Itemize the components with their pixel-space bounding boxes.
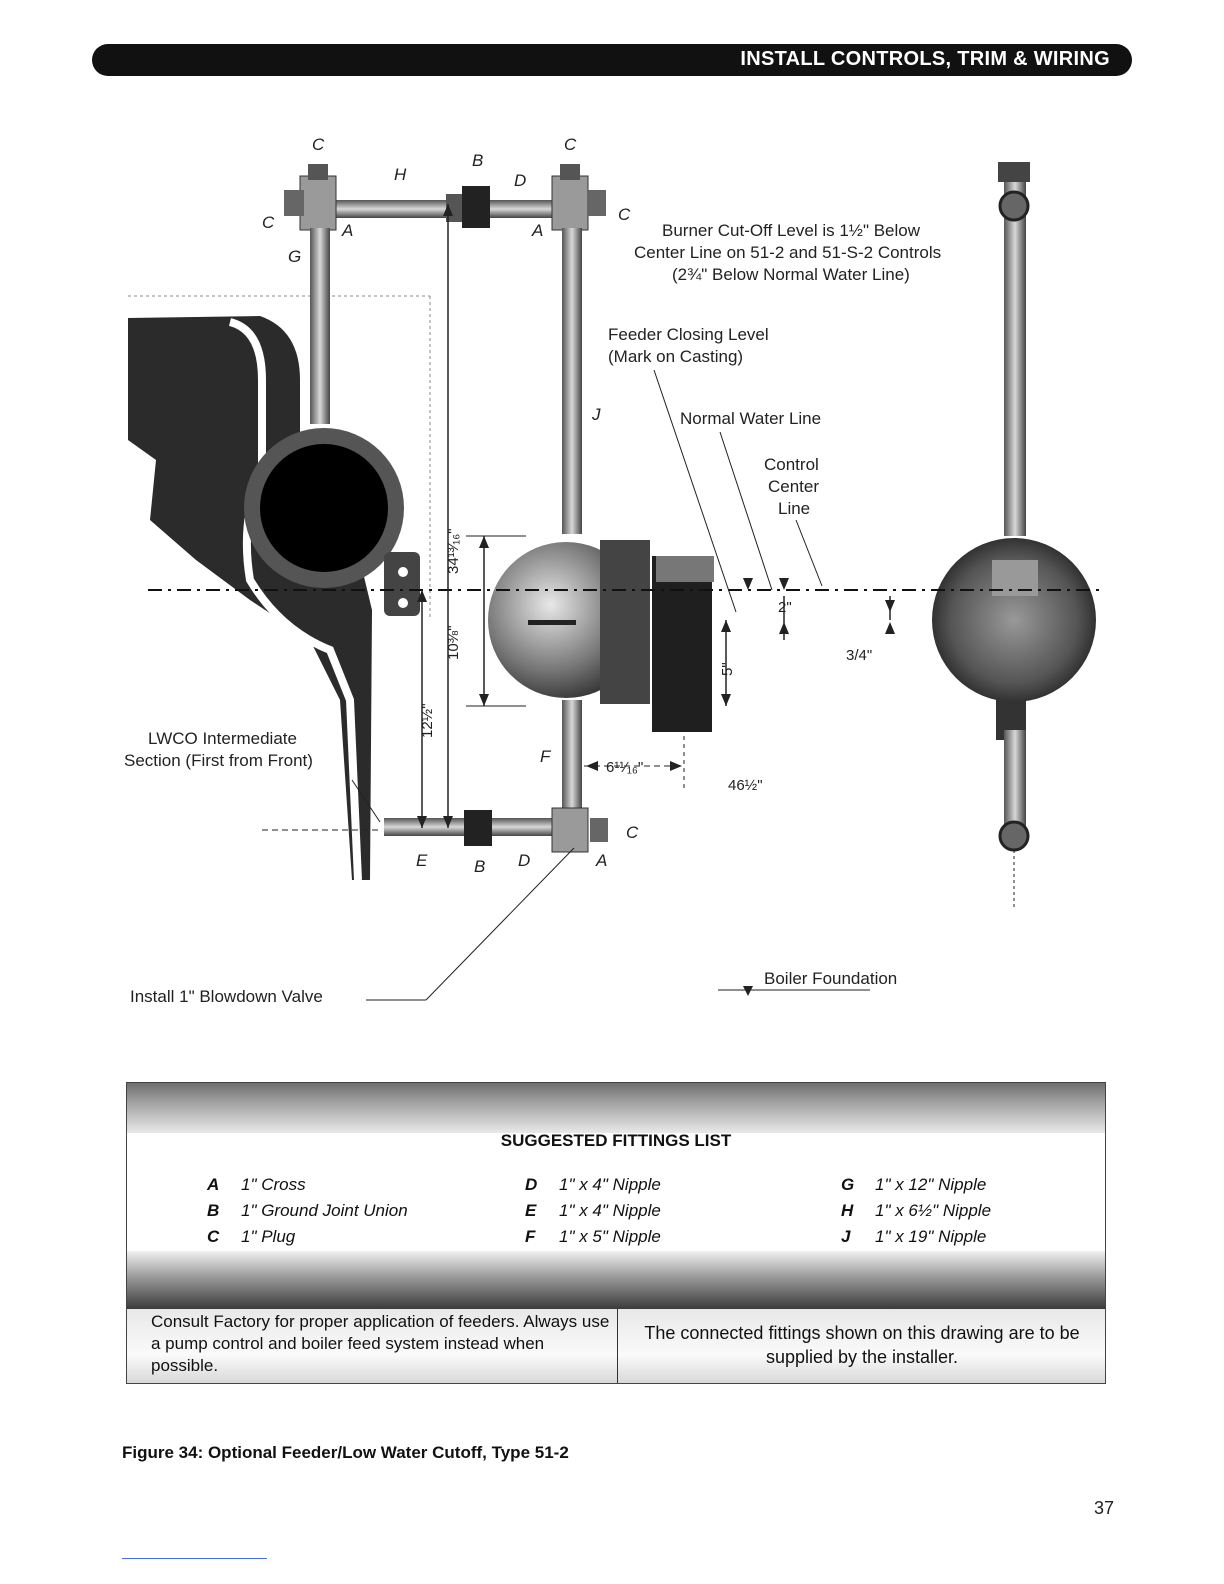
pipe-g <box>310 228 330 424</box>
burner-cutoff-line-1: Burner Cut-Off Level is 1½" Below <box>662 221 921 240</box>
label-g: G <box>288 247 301 266</box>
dim-5: 5" <box>719 662 736 676</box>
label-top-b: B <box>472 151 483 170</box>
header-bar: INSTALL CONTROLS, TRIM & WIRING <box>92 44 1132 76</box>
pipe-f <box>562 700 582 812</box>
label-top-left-a: A <box>341 221 353 240</box>
label-bottom-b: B <box>474 857 485 876</box>
dim-6-11-16: 6¹¹⁄₁₆" <box>606 759 643 776</box>
note-divider <box>617 1309 618 1383</box>
label-top-h: H <box>394 165 407 184</box>
control-body <box>488 540 714 732</box>
burner-cutoff-line-3: (2¾" Below Normal Water Line) <box>672 265 910 284</box>
installer-note: The connected fittings shown on this dra… <box>644 1323 1080 1367</box>
feeder-closing-line-2: (Mark on Casting) <box>608 347 743 366</box>
control-center-line-3: Line <box>778 499 810 518</box>
boiler-foundation-label: Boiler Foundation <box>764 969 897 988</box>
band-top <box>127 1083 1105 1133</box>
top-manifold <box>284 164 606 231</box>
label-top-d: D <box>514 171 526 190</box>
label-top-right-a: A <box>531 221 543 240</box>
dim-46-1-2: 46½" <box>728 777 763 794</box>
label-f: F <box>540 747 552 766</box>
label-j: J <box>591 405 601 424</box>
lwco-label-line-2: Section (First from Front) <box>124 751 313 770</box>
dim-34-13-16: 34¹³⁄₁₆" <box>445 528 462 574</box>
feeder-closing-line-1: Feeder Closing Level <box>608 325 769 344</box>
label-top-left-side-c: C <box>262 213 275 232</box>
label-top-right-c: C <box>564 135 577 154</box>
page-number: 37 <box>1094 1498 1115 1518</box>
band-bottom <box>127 1309 1105 1383</box>
dim-10-3-8: 10⅜" <box>445 625 462 660</box>
label-bottom-e: E <box>416 851 428 870</box>
control-center-line-1: Control <box>764 455 819 474</box>
label-bottom-c: C <box>626 823 639 842</box>
dim-2: 2" <box>778 599 792 616</box>
band-mid <box>127 1251 1105 1309</box>
side-view <box>932 162 1096 852</box>
dim-12-1-2: 12½" <box>419 703 436 738</box>
figure-caption: Figure 34: Optional Feeder/Low Water Cut… <box>122 1443 569 1462</box>
burner-cutoff-line-2: Center Line on 51-2 and 51-S-2 Controls <box>634 243 941 262</box>
header-title: INSTALL CONTROLS, TRIM & WIRING <box>740 48 1110 70</box>
feeder-note: Consult Factory for proper application o… <box>151 1312 610 1375</box>
blowdown-valve-label: Install 1" Blowdown Valve <box>130 987 323 1006</box>
normal-water-line-label: Normal Water Line <box>680 409 821 428</box>
piping-diagram: C C A H B D C C A G J F E B D C A Burner… <box>124 135 1100 1006</box>
control-center-line-2: Center <box>768 477 819 496</box>
fittings-title: SUGGESTED FITTINGS LIST <box>500 1131 732 1150</box>
dim-3-4: 3/4" <box>846 647 872 664</box>
label-top-right-side-c: C <box>618 205 631 224</box>
label-bottom-a: A <box>595 851 607 870</box>
label-bottom-d: D <box>518 851 530 870</box>
footnote-rule <box>122 1558 267 1559</box>
boiler-section <box>128 295 431 881</box>
label-top-left-c: C <box>312 135 325 154</box>
lwco-label-line-1: LWCO Intermediate <box>148 729 297 748</box>
bottom-manifold <box>384 807 608 853</box>
pipe-j <box>562 228 582 534</box>
